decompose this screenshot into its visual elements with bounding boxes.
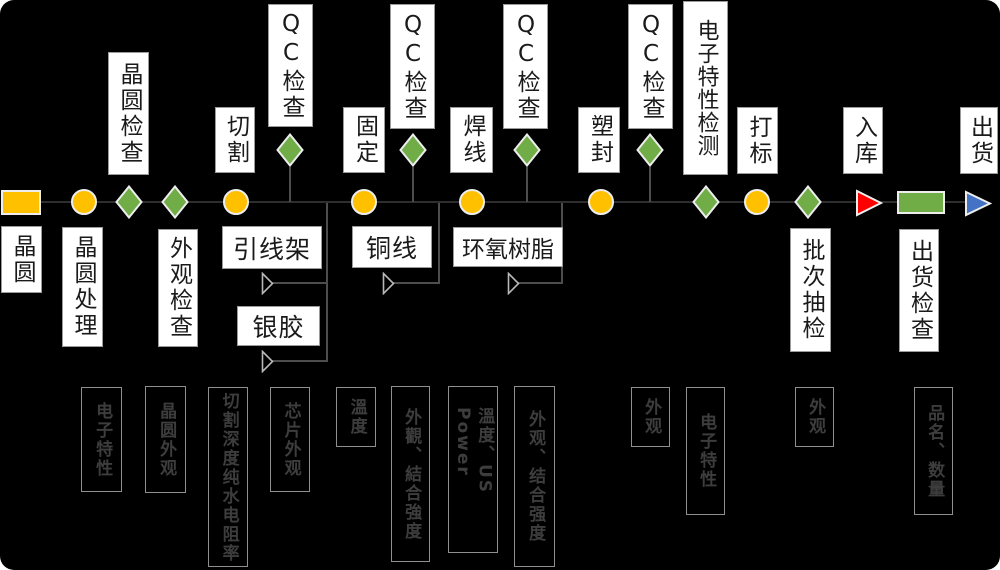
open-arrow-icon — [507, 272, 520, 295]
annotation-appearance-2: 外观 — [795, 387, 834, 447]
label-warehousing: 入库 — [843, 107, 883, 174]
label-dicing: 切割 — [215, 107, 255, 173]
label-visual-inspection: 外观检查 — [158, 229, 198, 347]
dicing-node — [223, 189, 249, 215]
annotation-electrical-characteristics: 电子特性 — [81, 387, 122, 492]
label-lead-frame: 引线架 — [222, 226, 322, 269]
open-arrow-icon — [261, 272, 274, 295]
label-wire-bonding: 焊线 — [450, 107, 493, 173]
visual-inspection-diamond-node — [161, 185, 189, 219]
wire-bonding-node — [459, 189, 485, 215]
annotation-temperature-us-power: 溫度、US Power — [448, 386, 498, 553]
label-qc-check-3: QC检查 — [503, 4, 548, 129]
label-shipping-inspection: 出货检查 — [899, 229, 939, 352]
epoxy-resin-branch-hline — [518, 282, 563, 284]
label-wafer: 晶圆 — [1, 226, 42, 293]
electrical-test-diamond-node — [692, 185, 720, 219]
label-qc-check-1: QC检查 — [268, 4, 313, 127]
annotation-chip-appearance: 芯片外观 — [270, 387, 310, 492]
label-wafer-processing: 晶圆处理 — [62, 227, 103, 347]
label-molding: 塑封 — [578, 107, 620, 173]
die-attach-node — [351, 189, 377, 215]
copper-wire-branch-hline — [393, 282, 440, 284]
label-copper-wire: 铜线 — [352, 226, 432, 268]
annotation-appearance-1: 外观 — [631, 387, 670, 447]
qc-check-diamond-4 — [636, 133, 664, 167]
warehousing-triangle-node — [856, 189, 883, 217]
qc-check-diamond-3 — [513, 133, 541, 167]
annotation-product-name-quantity: 品名、数量 — [914, 387, 953, 515]
annotation-wafer-appearance: 晶圆外观 — [145, 386, 186, 493]
label-die-attach: 固定 — [343, 107, 385, 173]
label-qc-check-4: QC检查 — [628, 4, 673, 129]
copper-wire-branch-vline — [438, 203, 440, 284]
lead-frame-branch-hline — [272, 282, 328, 284]
qc-check-diamond-2 — [399, 133, 427, 167]
annotation-appearance-bond-strength-1: 外觀、結合強度 — [391, 386, 430, 562]
annotation-temperature: 溫度 — [336, 387, 376, 447]
open-arrow-icon — [261, 350, 274, 373]
label-batch-sampling: 批次抽检 — [790, 228, 831, 352]
main-flow-line — [30, 201, 975, 203]
label-shipping: 出货 — [960, 107, 998, 174]
open-arrow-icon — [382, 272, 395, 295]
marking-node — [744, 189, 770, 215]
batch-sampling-diamond-node — [794, 185, 822, 219]
qc-check-diamond-1 — [276, 133, 304, 167]
annotation-electrical-characteristics-2: 电子特性 — [686, 387, 725, 515]
shipping-inspection-node — [897, 191, 945, 214]
label-epoxy-resin: 环氧树脂 — [453, 227, 563, 267]
qc3-stem-line — [526, 167, 528, 202]
annotation-dicing-depth-resistivity: 切割深度纯水电阻率 — [208, 387, 248, 567]
wafer-inspection-diamond-node — [115, 185, 143, 219]
qc2-stem-line — [412, 167, 414, 202]
label-silver-epoxy: 银胶 — [237, 306, 320, 346]
silver-epoxy-branch-hline — [272, 360, 328, 362]
qc4-stem-line — [649, 167, 651, 202]
shipping-triangle-node — [965, 190, 992, 217]
label-qc-check-2: QC检查 — [390, 4, 435, 129]
qc1-stem-line — [289, 167, 291, 202]
wafer-processing-node — [71, 189, 97, 215]
label-wafer-inspection: 晶圆检查 — [108, 52, 149, 175]
annotation-appearance-bond-strength-2: 外观、结合强度 — [514, 386, 555, 567]
label-electrical-test: 电子特性检测 — [683, 1, 728, 175]
molding-node — [588, 189, 614, 215]
label-marking: 打标 — [737, 107, 778, 174]
wafer-start-node — [1, 190, 41, 215]
